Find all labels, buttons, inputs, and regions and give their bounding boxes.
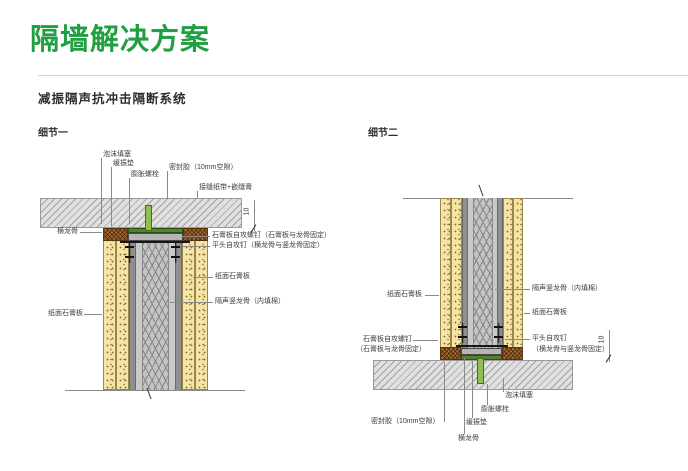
detail2-gypsum-board-inner-right xyxy=(503,198,513,360)
detail1-expansion-bolt xyxy=(145,205,152,231)
detail2-label-stud: 隔声竖龙骨（内填棉） xyxy=(532,285,602,292)
detail2-bottom-runner xyxy=(461,348,502,355)
detail1-blocking-left xyxy=(103,228,128,241)
leader-line xyxy=(182,246,210,247)
detail2-label-board-right: 纸面石膏板 xyxy=(532,309,567,316)
detail1-top-runner xyxy=(128,233,183,241)
detail1-dim-line xyxy=(254,200,255,231)
detail2-heading: 细节二 xyxy=(368,128,398,139)
detail1-screw-symbol-left xyxy=(125,243,134,263)
detail2-runner-flange-line xyxy=(456,345,508,347)
detail2-label-gypsum-screw-line1: 石膏板自攻螺钉 xyxy=(363,336,412,343)
detail2-label-flat-screw-line2: （横龙骨与竖龙骨固定） xyxy=(532,346,609,353)
detail1-concrete-slab xyxy=(40,198,242,228)
detail2-stud-flange-left xyxy=(462,198,468,360)
detail2-insulation-infill xyxy=(473,198,493,360)
leader-line xyxy=(413,340,438,341)
detail2-label-foam: 泡沫填塞 xyxy=(505,392,533,399)
detail1-label-board-left: 纸面石膏板 xyxy=(48,310,83,317)
detail1-stud-flange-left xyxy=(129,228,136,390)
detail2-concrete-slab xyxy=(373,360,573,390)
detail2-label-sealant: 密封胶（10mm空隙） xyxy=(371,418,440,425)
detail1-cut-line xyxy=(65,390,245,391)
detail1-label-damper: 缓振垫 xyxy=(113,160,134,167)
detail1-blocking-right xyxy=(183,228,208,241)
leader-line xyxy=(472,361,473,418)
detail1-damping-pad xyxy=(128,228,183,233)
leader-line xyxy=(193,277,213,278)
detail2-label-anchor: 膨胀螺栓 xyxy=(481,406,509,413)
detail1-label-flat-screw: 平头自攻钉（横龙骨与竖龙骨固定） xyxy=(212,242,324,249)
detail1-label-sealant: 密封胶（10mm空隙） xyxy=(169,164,238,171)
detail2-label-gypsum-screw-line2: （石膏板与龙骨固定） xyxy=(356,346,426,353)
leader-line xyxy=(111,167,112,226)
leader-line xyxy=(80,232,102,233)
detail2-gypsum-board-outer-right xyxy=(513,198,523,360)
detail2-expansion-bolt xyxy=(477,358,484,384)
leader-line xyxy=(84,314,102,315)
detail2-label-damper: 缓振垫 xyxy=(466,419,487,426)
leader-line xyxy=(101,158,102,224)
detail1-stud-flange-right xyxy=(175,228,182,390)
leader-line xyxy=(495,289,530,290)
detail1-insulation-infill xyxy=(142,228,169,390)
detail2-label-board-left: 纸面石膏板 xyxy=(387,291,422,298)
detail1-runner-flange-line xyxy=(120,241,190,243)
detail1-gypsum-board-outer-right xyxy=(195,228,208,390)
leader-line xyxy=(170,302,213,303)
header-divider xyxy=(38,75,688,76)
detail2-stud-flange-right xyxy=(497,198,503,360)
detail1-label-foam: 泡沫填塞 xyxy=(103,151,131,158)
detail1-gypsum-board-outer-left xyxy=(103,228,116,390)
detail2-blocking-left xyxy=(440,347,461,360)
detail2-dim-line xyxy=(609,330,610,362)
detail1-dim-value: 10 xyxy=(243,207,251,216)
leader-line xyxy=(444,362,445,422)
leader-line xyxy=(503,378,504,392)
leader-line xyxy=(505,339,530,340)
detail1-heading: 细节一 xyxy=(38,128,68,139)
detail2-break-tick xyxy=(478,184,484,197)
detail1-label-board-right: 纸面石膏板 xyxy=(215,273,250,280)
leader-line xyxy=(182,236,210,237)
detail1-label-tape: 接缝纸带+嵌缝膏 xyxy=(199,184,253,191)
leader-line xyxy=(464,358,465,434)
detail2-screw-symbol-right xyxy=(494,323,503,343)
detail2-gypsum-board-outer-left xyxy=(440,198,451,360)
leader-line xyxy=(425,295,439,296)
detail1-label-runner: 横龙骨 xyxy=(57,228,78,235)
detail2-label-flat-screw-line1: 平头自攻钉 xyxy=(532,335,567,342)
detail1-gypsum-board-inner-right xyxy=(182,228,195,390)
leader-line xyxy=(197,191,198,198)
detail1-label-anchor: 膨胀螺栓 xyxy=(131,171,159,178)
detail2-blocking-right xyxy=(502,347,523,360)
detail1-screw-symbol-right xyxy=(171,243,180,263)
detail2-dim-value: 10 xyxy=(598,335,606,344)
section-subtitle: 减振隔声抗冲击隔断系统 xyxy=(38,92,187,106)
detail2-screw-symbol-left xyxy=(458,323,467,343)
detail1-label-gypsum-screw: 石膏板自攻螺钉（石膏板与龙骨固定） xyxy=(212,232,331,239)
leader-line xyxy=(487,384,488,405)
detail2-label-runner: 横龙骨 xyxy=(458,435,479,442)
leader-line xyxy=(524,313,530,314)
leader-line xyxy=(129,178,130,224)
detail1-label-stud: 隔声竖龙骨（内填棉） xyxy=(215,298,285,305)
page-title: 隔墙解决方案 xyxy=(30,24,211,56)
leader-line xyxy=(167,171,168,198)
